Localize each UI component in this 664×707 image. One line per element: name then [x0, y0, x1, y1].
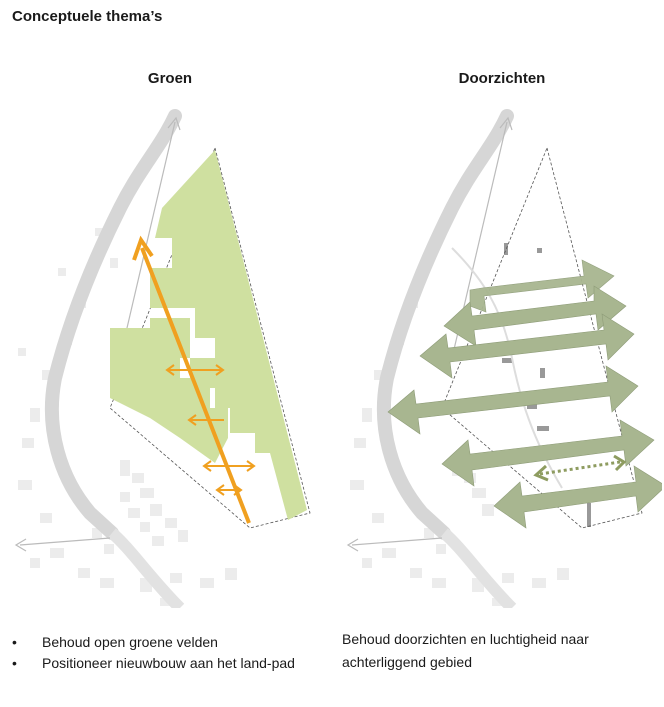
north-arrow-icon [167, 116, 181, 131]
sightline-arrow-icon [441, 419, 655, 487]
road-lower [440, 528, 517, 608]
double-arrow-icon [202, 460, 256, 472]
buildings [18, 228, 237, 606]
road-west [19, 537, 111, 546]
map-groen [14, 109, 311, 608]
list-item: • Positioneer nieuwbouw aan het land-pad [12, 653, 332, 674]
bullet-icon: • [12, 634, 17, 650]
green-area [110, 150, 307, 520]
road-west [351, 537, 443, 546]
sightline-arrow-icon [387, 365, 639, 435]
road-lower [108, 528, 185, 608]
panel-title-groen: Groen [147, 70, 193, 87]
map-doorzichten [346, 109, 662, 608]
north-arrow-icon [499, 116, 513, 131]
list-item-text: Positioneer nieuwbouw aan het land-pad [42, 655, 295, 671]
road-north [119, 121, 176, 359]
west-arrow-icon [346, 538, 359, 552]
west-arrow-icon [14, 538, 27, 552]
page-title: Conceptuele thema’s [12, 8, 163, 25]
sightline-arrow-icon [443, 285, 627, 347]
double-arrow-icon [187, 414, 224, 426]
sightline-arrow-icon [469, 259, 615, 313]
doorzichten-caption: Behoud doorzichten en luchtigheid naar a… [342, 631, 589, 670]
orange-route [140, 247, 251, 524]
road-curve [44, 109, 182, 540]
list-item-text: Behoud open groene velden [42, 634, 218, 650]
sightline-arrow-icon [493, 465, 662, 529]
internal-path [451, 247, 563, 489]
sightline-arrow-icon [419, 313, 635, 379]
groen-notes: • Behoud open groene velden • Positionee… [12, 632, 332, 674]
double-arrow-icon [533, 454, 627, 482]
panel-title-doorzichten: Doorzichten [458, 70, 546, 87]
list-item: • Behoud open groene velden [12, 632, 332, 653]
bullet-icon: • [12, 655, 17, 671]
double-arrow-icon [215, 484, 243, 496]
double-arrow-icon [165, 364, 225, 376]
north-arrow-icon [132, 235, 154, 261]
site-boundary [109, 146, 311, 529]
road-curve [376, 109, 514, 540]
